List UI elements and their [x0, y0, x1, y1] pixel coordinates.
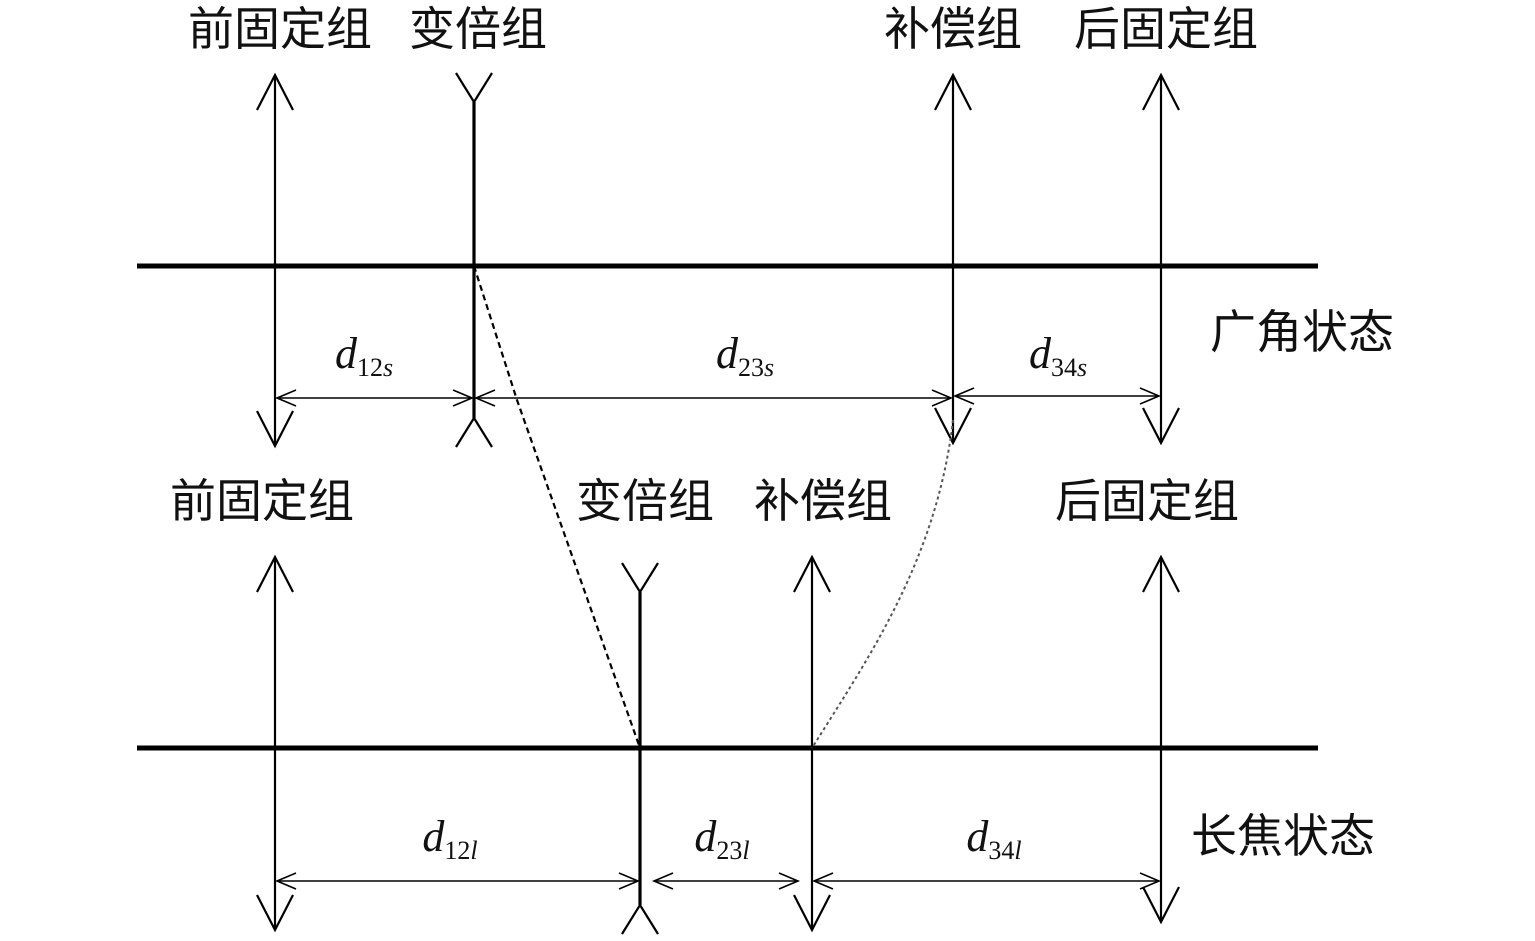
tele-rear-group-label: 后固定组 — [1055, 474, 1239, 528]
compensator-movement-trajectory — [811, 419, 954, 749]
tele-d23-dimension-line — [651, 872, 801, 890]
tele-front-group-label: 前固定组 — [170, 474, 354, 528]
wide-variator-negative-lens-icon — [455, 72, 493, 448]
wide-d34-label: d34s — [1029, 329, 1087, 382]
tele-compensator-group-label: 补偿组 — [754, 474, 892, 528]
wide-front-group-label: 前固定组 — [188, 2, 372, 56]
wide-d34-dimension-line — [952, 387, 1162, 405]
variator-movement-trajectory — [472, 265, 642, 749]
wide-d12-dimension-line — [274, 389, 475, 407]
wide-d12-label: d12s — [335, 329, 393, 382]
wide-rear-group-label: 后固定组 — [1074, 2, 1258, 56]
tele-state-label: 长焦状态 — [1191, 809, 1375, 863]
tele-d34-label: d34l — [966, 812, 1021, 865]
tele-d23-label: d23l — [694, 812, 749, 865]
wide-state: 前固定组 变倍组 补偿组 后固定组 — [137, 2, 1394, 449]
tele-front-positive-lens-icon — [256, 554, 294, 933]
wide-front-positive-lens-icon — [256, 72, 294, 449]
wide-compensator-group-label: 补偿组 — [884, 2, 1022, 56]
tele-rear-positive-lens-icon — [1142, 554, 1180, 925]
tele-d12-dimension-line — [274, 872, 641, 890]
tele-variator-negative-lens-icon — [621, 562, 659, 935]
wide-variator-group-label: 变倍组 — [409, 2, 547, 56]
wide-d23-label: d23s — [716, 329, 774, 382]
wide-state-label: 广角状态 — [1210, 305, 1394, 359]
tele-compensator-positive-lens-icon — [793, 554, 831, 933]
tele-variator-group-label: 变倍组 — [576, 474, 714, 528]
tele-d12-label: d12l — [422, 812, 477, 865]
wide-rear-positive-lens-icon — [1142, 72, 1180, 446]
tele-state: 前固定组 变倍组 补偿组 后固定组 — [137, 474, 1375, 935]
tele-d34-dimension-line — [811, 872, 1162, 890]
wide-compensator-positive-lens-icon — [934, 72, 972, 446]
wide-d23-dimension-line — [473, 389, 954, 407]
